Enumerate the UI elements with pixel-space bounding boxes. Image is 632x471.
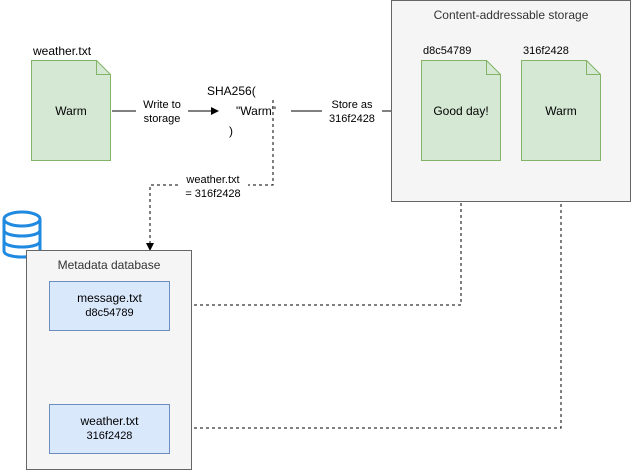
blob-hash-1: d8c54789 [423, 45, 472, 57]
ref-weather-arrow [170, 160, 565, 429]
hash-arg: "Warm" [236, 104, 277, 118]
store-label: Store as 316f2428 [322, 98, 382, 126]
record-2-hash: 316f2428 [86, 430, 133, 442]
write-label: Write to storage [136, 98, 188, 126]
write-label-line1: Write to [143, 99, 181, 111]
source-filename: weather.txt [33, 44, 92, 58]
ref-message-arrow [170, 160, 465, 306]
assign-label: weather.txt = 316f2428 [178, 173, 248, 201]
blob-1-content: Good day! [433, 103, 489, 118]
blob-2-content: Warm [545, 103, 577, 118]
store-label-line2: 316f2428 [329, 113, 375, 125]
assign-label-line1: weather.txt [186, 174, 240, 186]
blob-1-file-icon: Good day! [421, 60, 501, 161]
record-1-name: message.txt [77, 291, 142, 305]
storage-title: Content-addressable storage [433, 8, 589, 22]
record-1-hash: d8c54789 [85, 307, 134, 319]
blob-hash-2: 316f2428 [523, 45, 569, 57]
assign-label-line2: = 316f2428 [185, 188, 241, 200]
record-2-name: weather.txt [80, 414, 139, 428]
metadata-record-message: message.txt d8c54789 [49, 281, 170, 331]
store-label-line1: Store as [331, 99, 373, 111]
metadata-record-weather: weather.txt 316f2428 [49, 404, 170, 454]
hash-close: ) [229, 124, 233, 138]
metadata-title: Metadata database [57, 258, 161, 272]
write-label-line2: storage [143, 113, 181, 125]
source-file-content: Warm [55, 103, 87, 118]
hash-func: SHA256( [207, 84, 256, 98]
source-file-icon: Warm [31, 60, 111, 161]
blob-2-file-icon: Warm [521, 60, 601, 161]
